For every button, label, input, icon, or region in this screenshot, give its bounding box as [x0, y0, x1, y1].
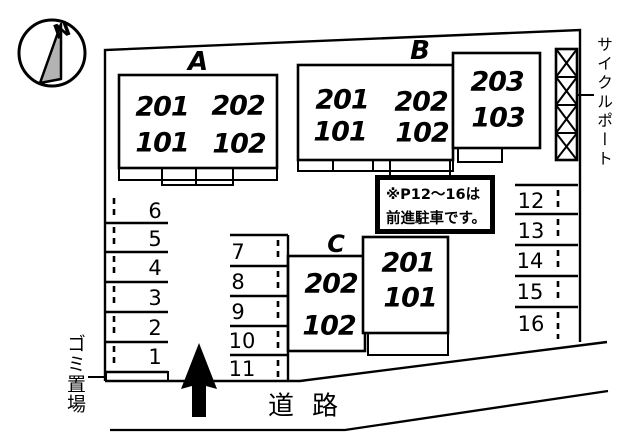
building-b-label: B	[410, 36, 430, 66]
parking-space-12: 12	[517, 189, 545, 213]
building-a-entry-step-1	[161, 167, 197, 186]
parking-space-9: 9	[231, 300, 245, 324]
forward-parking-note: ※P12～16は 前進駐車です。	[375, 175, 495, 234]
site-boundary	[103, 28, 582, 381]
building-c-left-outline	[286, 254, 367, 353]
room-a-202: 202	[211, 90, 265, 122]
parking-space-15: 15	[516, 280, 544, 304]
entrance-arrow-icon	[181, 343, 217, 417]
room-c-101: 101	[383, 282, 437, 314]
parking-space-8: 8	[231, 270, 245, 294]
road-label: 道路	[267, 391, 357, 422]
building-c-step	[367, 332, 449, 356]
room-b-102: 102	[395, 117, 449, 149]
room-a-201: 201	[135, 91, 189, 123]
parking-space-14: 14	[516, 249, 544, 273]
cycle-port-cross-pattern	[555, 48, 578, 161]
room-c-202: 202	[304, 268, 358, 300]
building-b-entry-strip	[297, 159, 454, 172]
parking-space-11: 11	[228, 357, 256, 381]
room-a-102: 102	[212, 128, 266, 160]
note-line-2: 前進駐車です。	[386, 211, 487, 227]
building-b-entry-step	[389, 159, 451, 177]
parking-space-4: 4	[148, 256, 162, 280]
building-c-right-outline	[361, 235, 450, 335]
parking-space-7: 7	[231, 240, 245, 264]
parking-space-2: 2	[148, 316, 162, 340]
parking-space-1: 1	[148, 345, 162, 369]
building-c-label: C	[327, 230, 345, 258]
room-c-201: 201	[381, 247, 435, 279]
cycle-port-label: サイクルポート	[594, 36, 613, 169]
building-a-entry-step-2	[195, 167, 234, 186]
compass-circle	[17, 18, 87, 88]
road-edge-line	[110, 389, 609, 432]
garbage-area-box	[105, 371, 169, 382]
parking-space-16: 16	[517, 312, 545, 336]
parking-space-6: 6	[148, 199, 162, 223]
room-b-203: 203	[470, 66, 524, 98]
room-b-103: 103	[471, 102, 525, 134]
building-a-label: A	[187, 47, 209, 77]
building-b-right-step	[457, 147, 503, 163]
site-boundary-bottom	[105, 340, 608, 383]
room-c-102: 102	[302, 310, 356, 342]
parking-space-10: 10	[228, 329, 256, 353]
building-a-outline	[117, 73, 279, 170]
garbage-area-label: ゴミ置場	[64, 334, 86, 414]
room-a-101: 101	[135, 127, 189, 159]
parking-space-5: 5	[148, 227, 162, 251]
note-line-1: ※P12～16は	[386, 187, 481, 203]
building-a-entry-strip	[118, 167, 278, 181]
parking-space-13: 13	[517, 219, 545, 243]
room-b-101: 101	[313, 116, 367, 148]
parking-space-3: 3	[148, 286, 162, 310]
room-b-202: 202	[394, 86, 448, 118]
room-b-201: 201	[315, 84, 369, 116]
